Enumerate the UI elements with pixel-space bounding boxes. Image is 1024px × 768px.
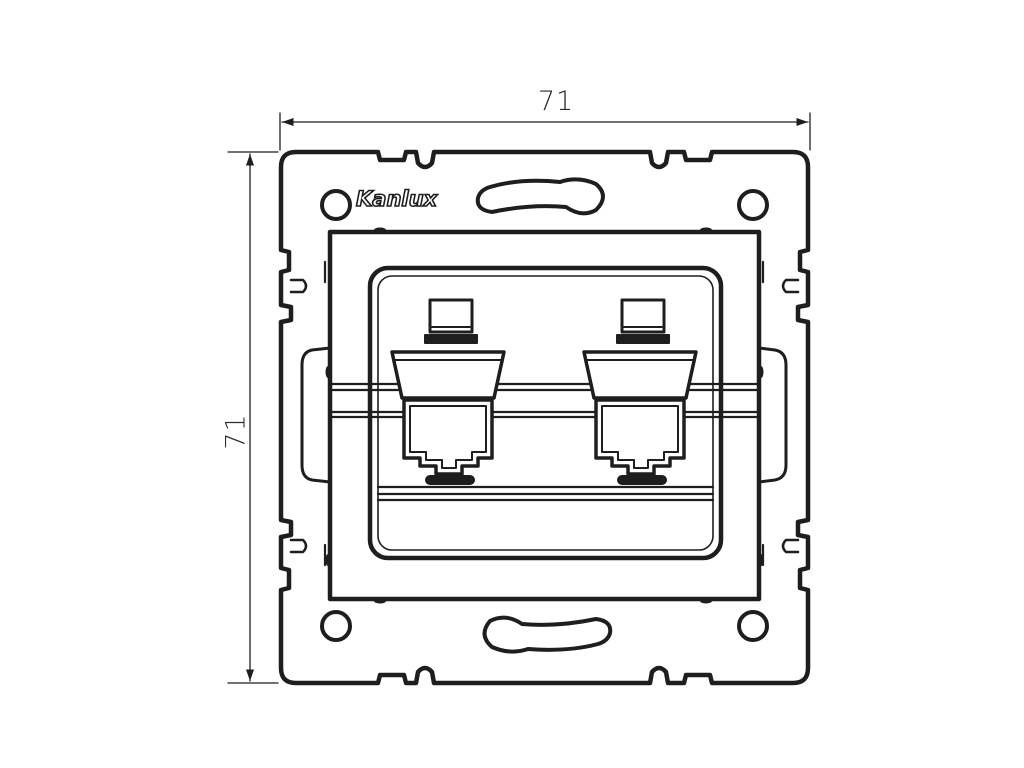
rj45-port-right xyxy=(582,298,698,485)
dimension-width-label: 71 xyxy=(537,86,575,117)
dimension-height-label: 71 xyxy=(220,413,252,450)
side-tab-right xyxy=(757,346,788,484)
screw-hole-bottom-right xyxy=(737,610,769,642)
screw-hole-top-left xyxy=(320,189,352,221)
screw-hole-top-right xyxy=(737,189,769,221)
screw-hole-bottom-left xyxy=(320,610,352,642)
brand-logo: Kanlux xyxy=(355,187,438,211)
slot-bottom xyxy=(482,615,613,654)
plate-side-slots xyxy=(289,278,800,554)
dimension-top xyxy=(279,112,811,151)
rj45-port-left xyxy=(390,298,506,485)
label-strip xyxy=(376,485,715,502)
frame-dots xyxy=(325,227,764,604)
slot-top xyxy=(475,177,605,216)
dimension-left xyxy=(227,151,279,684)
side-tab-left xyxy=(300,346,332,484)
